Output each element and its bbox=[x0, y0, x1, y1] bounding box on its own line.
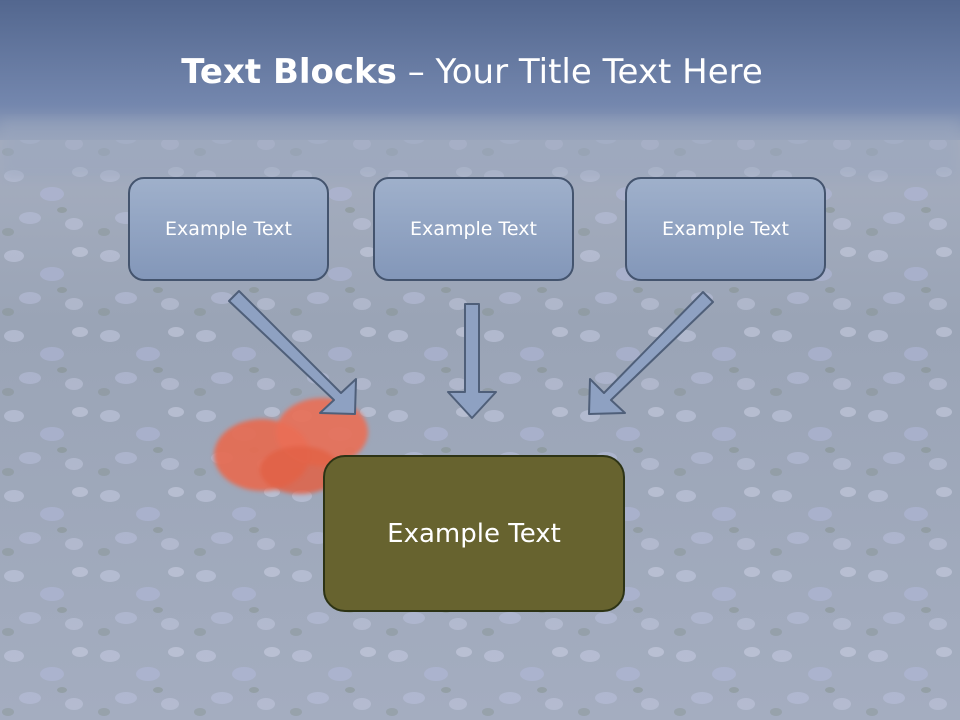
text-block-3-label: Example Text bbox=[662, 218, 789, 240]
arrow-right-diagonal bbox=[588, 291, 714, 415]
text-block-2-label: Example Text bbox=[410, 218, 537, 240]
arrow-left-diagonal bbox=[228, 290, 357, 415]
arrow-center-down bbox=[447, 303, 497, 419]
text-block-1-label: Example Text bbox=[165, 218, 292, 240]
text-block-3[interactable]: Example Text bbox=[625, 177, 826, 281]
slide-title: Text Blocks – Your Title Text Here bbox=[0, 52, 944, 92]
main-text-block[interactable]: Example Text bbox=[323, 455, 625, 612]
slide-title-bold: Text Blocks bbox=[181, 52, 397, 92]
poppy-flower bbox=[214, 398, 368, 494]
text-block-2[interactable]: Example Text bbox=[373, 177, 574, 281]
text-block-1[interactable]: Example Text bbox=[128, 177, 329, 281]
slide-title-rest: – Your Title Text Here bbox=[396, 52, 763, 92]
main-text-block-label: Example Text bbox=[387, 518, 561, 549]
